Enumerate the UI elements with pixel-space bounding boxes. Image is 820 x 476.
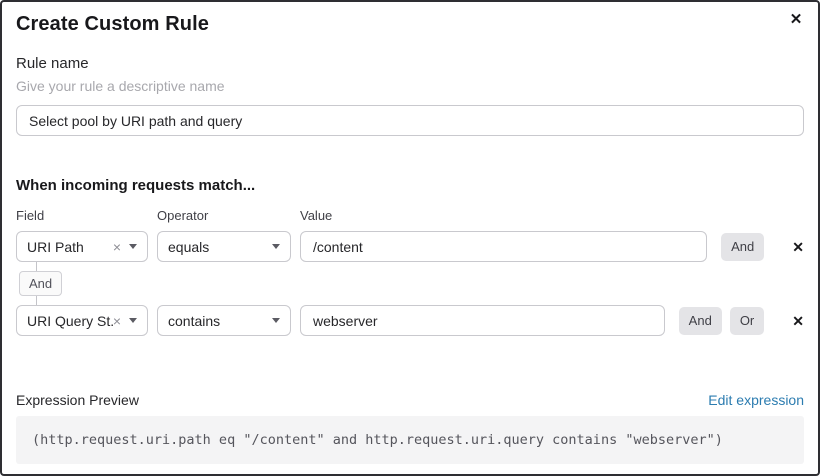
delete-condition-icon[interactable]: ✕	[792, 238, 804, 255]
add-or-condition-button[interactable]: Or	[729, 306, 765, 335]
condition-row: URI Query St... × contains And Or ✕	[16, 305, 804, 336]
connector-line	[36, 262, 37, 271]
operator-column-label: Operator	[157, 208, 209, 223]
operator-dropdown-value: equals	[168, 238, 210, 255]
rule-name-label: Rule name	[16, 55, 89, 72]
expression-preview-box: (http.request.uri.path eq "/content" and…	[16, 416, 804, 464]
expression-text: (http.request.uri.path eq "/content" and…	[32, 432, 723, 448]
field-column-label: Field	[16, 208, 45, 223]
expression-preview-label: Expression Preview	[16, 392, 139, 408]
clear-field-icon[interactable]: ×	[112, 312, 121, 329]
matcher-heading: When incoming requests match...	[16, 177, 256, 194]
row-controls: And ✕	[721, 232, 804, 261]
clear-field-icon[interactable]: ×	[112, 238, 121, 255]
condition-connector: And	[19, 262, 804, 305]
delete-condition-icon[interactable]: ✕	[792, 312, 804, 329]
connector-line	[36, 296, 37, 305]
dialog-title: Create Custom Rule	[16, 13, 209, 35]
operator-dropdown[interactable]: equals	[157, 231, 291, 262]
close-icon[interactable]: ✕	[785, 9, 807, 31]
row-controls: And Or ✕	[678, 306, 804, 335]
operator-dropdown[interactable]: contains	[157, 305, 291, 336]
caret-down-icon	[129, 318, 137, 323]
value-input[interactable]	[300, 231, 708, 262]
value-column-label: Value	[300, 208, 333, 223]
add-and-condition-button[interactable]: And	[721, 232, 765, 261]
rule-name-input[interactable]	[16, 105, 804, 136]
field-dropdown[interactable]: URI Query St... ×	[16, 305, 148, 336]
field-dropdown[interactable]: URI Path ×	[16, 231, 148, 262]
field-dropdown-value: URI Query St...	[27, 312, 113, 329]
operator-dropdown-value: contains	[168, 312, 221, 329]
rule-name-hint: Give your rule a descriptive name	[16, 78, 225, 94]
caret-down-icon	[129, 244, 137, 249]
value-input[interactable]	[300, 305, 665, 336]
add-and-condition-button[interactable]: And	[678, 306, 722, 335]
caret-down-icon	[272, 244, 280, 249]
and-connector-chip: And	[19, 271, 63, 296]
edit-expression-link[interactable]: Edit expression	[708, 392, 804, 408]
condition-row: URI Path × equals And ✕	[16, 231, 804, 262]
expression-preview-header: Expression Preview Edit expression	[16, 392, 804, 409]
caret-down-icon	[272, 318, 280, 323]
column-labels: Field Operator Value	[16, 208, 804, 224]
field-dropdown-value: URI Path	[27, 238, 84, 255]
